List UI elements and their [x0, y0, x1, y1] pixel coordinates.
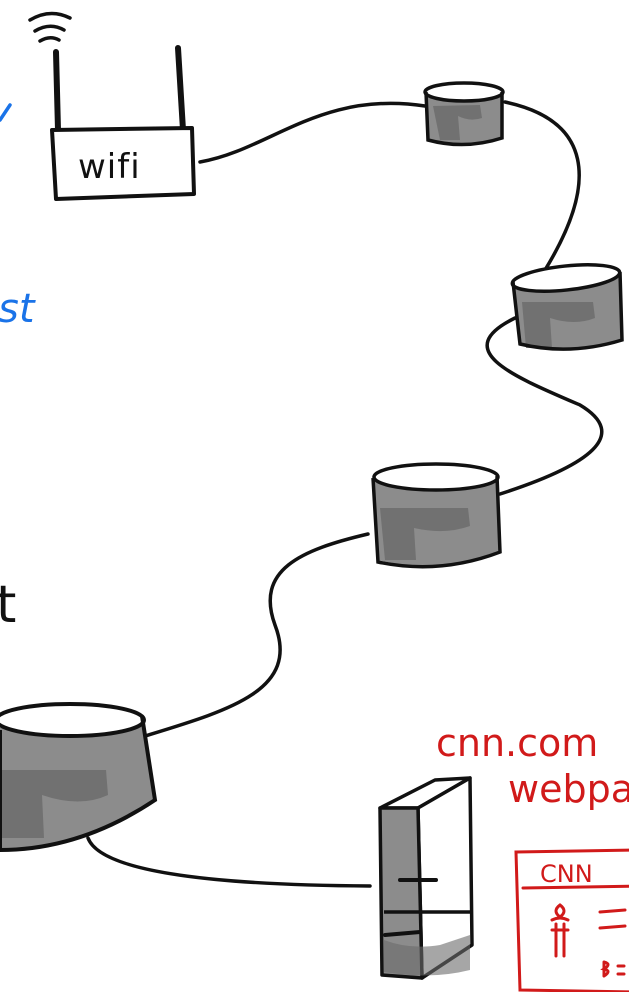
cable-node4-server	[86, 836, 372, 888]
wifi-router: wifi	[28, 11, 196, 201]
network-node-2	[510, 263, 624, 351]
router-antenna-left	[53, 49, 61, 133]
blue-arrow-fragment	[0, 103, 12, 122]
cable-router-node1	[198, 101, 427, 164]
network-node-3	[371, 462, 502, 569]
black-partial-text: t	[0, 575, 16, 635]
webpage-thumbnail: CNN	[514, 848, 629, 992]
blue-partial-text: st	[0, 286, 36, 332]
cable-node1-node2	[503, 100, 581, 272]
wifi-signal-icon	[28, 11, 72, 43]
webpage-brand: CNN	[540, 860, 593, 888]
router-antenna-right	[175, 45, 186, 133]
router-label: wifi	[78, 147, 141, 187]
network-node-1	[423, 81, 505, 147]
network-node-4	[0, 702, 158, 853]
cable-node2-node3	[485, 316, 604, 496]
server-caption-line1: cnn.com	[436, 721, 598, 765]
cables	[86, 100, 604, 888]
person-icon	[550, 903, 570, 958]
server-tower	[378, 776, 474, 980]
server-caption-line2: webpa	[508, 767, 629, 811]
cable-node3-node4	[143, 532, 370, 738]
router-body	[50, 126, 196, 201]
